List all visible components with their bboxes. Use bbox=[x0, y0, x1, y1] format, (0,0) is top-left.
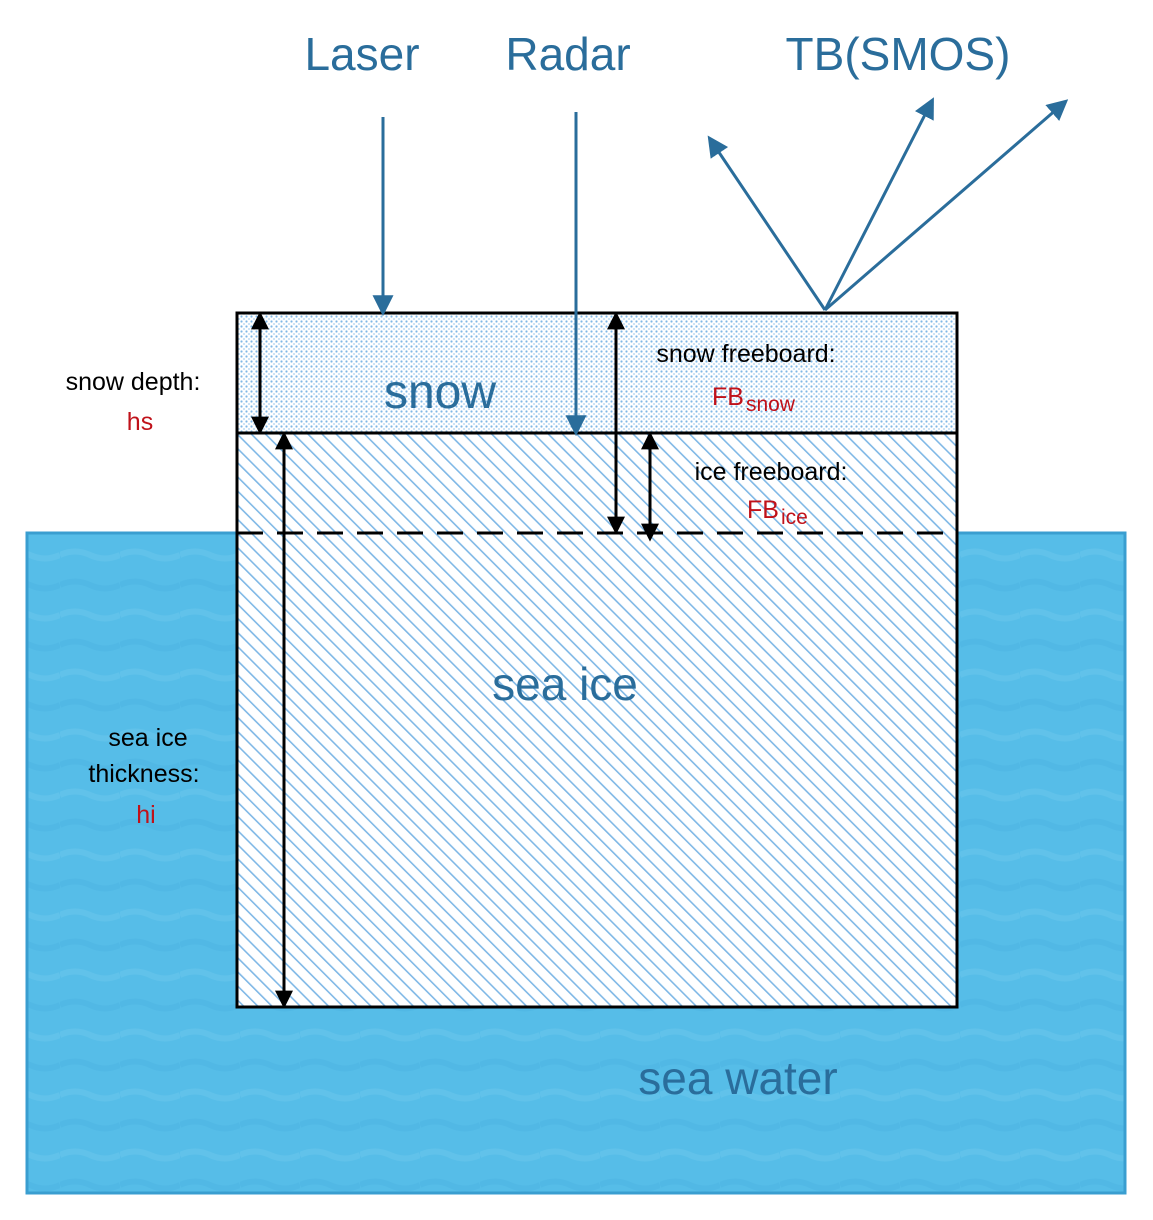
ice-freeboard-symbol: FBice bbox=[747, 496, 808, 529]
sea-ice-block bbox=[235, 431, 959, 1009]
tb-arrow-middle bbox=[823, 97, 934, 311]
ice-thickness-label-line1: sea ice bbox=[108, 724, 187, 752]
laser-label: Laser bbox=[304, 28, 419, 80]
sea-water-label: sea water bbox=[638, 1052, 837, 1104]
ice-thickness-symbol: hi bbox=[136, 801, 155, 829]
ice-freeboard-symbol-sub: ice bbox=[781, 506, 808, 529]
snow-freeboard-symbol-main: FB bbox=[712, 383, 744, 411]
snow-label: snow bbox=[384, 366, 496, 419]
snow-layer bbox=[235, 311, 959, 435]
tb-arrow-left bbox=[707, 135, 827, 311]
ice-freeboard-symbol-main: FB bbox=[747, 496, 779, 524]
snow-depth-label: snow depth: bbox=[66, 368, 201, 396]
ice-thickness-label-line2: thickness: bbox=[88, 760, 199, 788]
sea-ice-label: sea ice bbox=[492, 658, 638, 710]
snow-freeboard-symbol-sub: snow bbox=[746, 393, 796, 416]
tb-arrow-right bbox=[824, 99, 1069, 312]
snow-depth-symbol: hs bbox=[127, 408, 153, 436]
tb-smos-label: TB(SMOS) bbox=[786, 28, 1011, 80]
snow-freeboard-label: snow freeboard: bbox=[656, 340, 835, 368]
radar-label: Radar bbox=[505, 28, 630, 80]
snow-freeboard-symbol: FBsnow bbox=[712, 383, 796, 416]
ice-freeboard-label: ice freeboard: bbox=[695, 458, 848, 486]
